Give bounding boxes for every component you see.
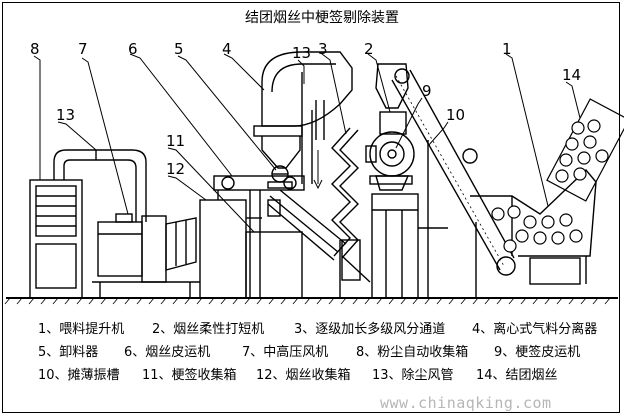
leader-lines <box>33 53 581 233</box>
dust-duct-center <box>301 72 323 190</box>
dust-duct-left <box>53 149 147 222</box>
discharger <box>267 165 293 189</box>
legend-item: 4、离心式气料分离器 <box>472 322 598 337</box>
callout-2: 2 <box>364 40 374 58</box>
callout-5: 5 <box>174 40 184 58</box>
callout-6: 6 <box>128 40 138 58</box>
callout-10: 10 <box>446 106 465 124</box>
tobacco-belt-conveyor <box>267 189 347 261</box>
legend-item: 12、烟丝收集箱 <box>256 368 351 383</box>
ground-line <box>4 297 618 305</box>
flexible-shortening-machine <box>365 63 415 191</box>
parts-legend: 1、喂料提升机 2、烟丝柔性打短机 3、逐级加长多级风分通道 4、离心式气料分离… <box>20 314 610 383</box>
legend-item: 1、喂料提升机 <box>38 322 125 337</box>
legend-item: 13、除尘风管 <box>372 368 454 383</box>
legend-item: 8、粉尘自动收集箱 <box>356 345 469 360</box>
tobacco-collection-box <box>199 199 262 299</box>
legend-item: 3、逐级加长多级风分通道 <box>294 322 446 337</box>
callout-4: 4 <box>222 40 232 58</box>
air-separation-channel <box>331 127 371 298</box>
clumped-tobacco <box>491 98 624 253</box>
diagram-title: 结团烟丝中梗签剔除装置 <box>245 9 399 26</box>
legend-item: 9、梗签皮运机 <box>494 345 581 360</box>
legend-item: 14、结团烟丝 <box>476 368 558 383</box>
callout-8: 8 <box>30 40 40 58</box>
legend-item: 11、梗签收集箱 <box>142 368 237 383</box>
legend-item: 7、中高压风机 <box>242 345 329 360</box>
callout-12: 12 <box>166 160 185 178</box>
feeding-elevator <box>391 68 516 298</box>
dust-collection-box <box>29 179 83 299</box>
stem-belt-conveyor <box>371 193 448 299</box>
callout-7: 7 <box>78 40 88 58</box>
legend-item: 10、摊薄振槽 <box>38 368 120 383</box>
legend-item: 5、卸料器 <box>38 345 99 360</box>
callout-14: 14 <box>562 66 581 84</box>
stem-collection-box <box>213 175 305 299</box>
legend-row: 1、喂料提升机 2、烟丝柔性打短机 3、逐级加长多级风分通道 4、离心式气料分离… <box>20 314 610 337</box>
diagram-frame <box>2 2 620 413</box>
legend-row: 5、卸料器 6、烟丝皮运机 7、中高压风机 8、粉尘自动收集箱 9、梗签皮运机 <box>20 337 610 360</box>
callout-9: 9 <box>422 82 432 100</box>
medium-high-pressure-fan <box>92 213 200 298</box>
legend-item: 2、烟丝柔性打短机 <box>152 322 265 337</box>
legend-item: 6、烟丝皮运机 <box>124 345 211 360</box>
callout-13-center: 13 <box>292 44 311 62</box>
watermark: www.chinaqking.com <box>380 394 552 412</box>
callout-13-left: 13 <box>56 106 75 124</box>
centrifugal-separator <box>253 51 353 169</box>
callout-11: 11 <box>166 132 185 150</box>
callout-3: 3 <box>318 40 328 58</box>
callout-1: 1 <box>502 40 512 58</box>
legend-row: 10、摊薄振槽 11、梗签收集箱 12、烟丝收集箱 13、除尘风管 14、结团烟… <box>20 360 610 383</box>
